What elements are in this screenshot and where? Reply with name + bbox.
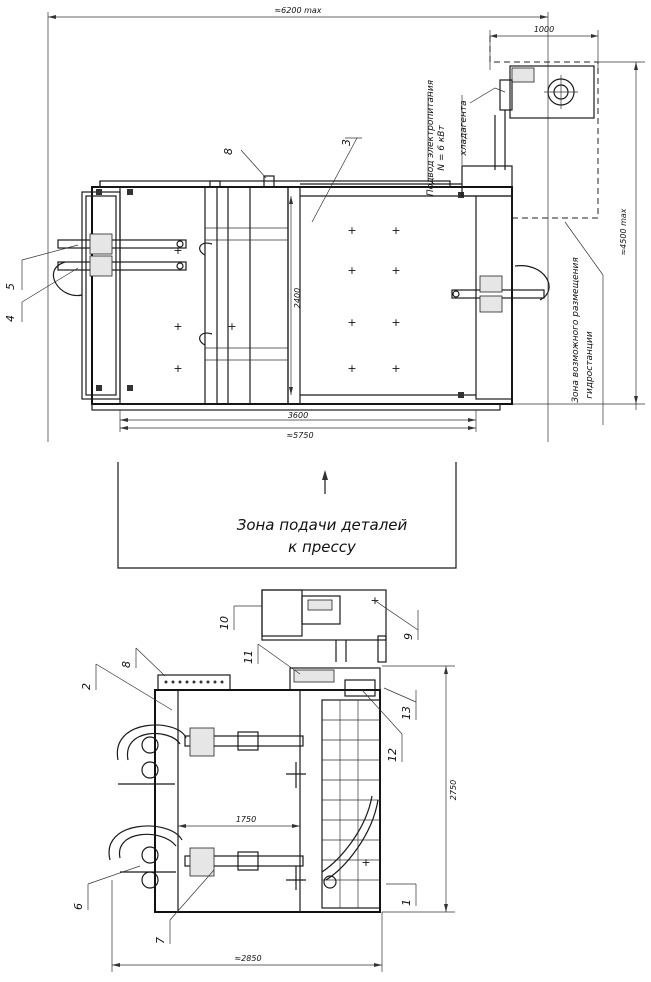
coolant-label: хладагента	[459, 100, 469, 156]
callout-8-bottom: 8	[120, 661, 133, 668]
svg-text:+: +	[173, 244, 182, 257]
callout-3: 3	[340, 139, 353, 146]
feed-zone-label-2: к прессу	[288, 538, 357, 556]
dim-2850: ≈2850	[234, 954, 261, 963]
svg-text:+: +	[347, 316, 356, 329]
callout-13: 13	[400, 706, 413, 720]
dim-overall-width: ≈6200 max	[274, 6, 321, 15]
stacked-plates	[322, 700, 380, 908]
svg-text:+: +	[173, 362, 182, 375]
callout-4: 4	[4, 315, 17, 322]
svg-text:+: +	[347, 224, 356, 237]
callout-7: 7	[154, 937, 167, 944]
hydro-zone-label-2: гидростанции	[585, 331, 595, 399]
svg-text:+: +	[361, 856, 370, 869]
terminal-dots	[164, 680, 224, 684]
svg-text:+: +	[347, 264, 356, 277]
callout-5: 5	[4, 283, 17, 290]
svg-text:+: +	[227, 320, 236, 333]
callout-6: 6	[72, 903, 85, 910]
dim-2400: 2400	[293, 288, 302, 308]
svg-text:+: +	[347, 362, 356, 375]
svg-text:+: +	[391, 316, 400, 329]
feed-zone-label-1: Зона подачи деталей	[237, 516, 408, 534]
svg-text:+: +	[391, 264, 400, 277]
power-supply-value: N = 6 кВт	[437, 125, 447, 171]
dim-1750: 1750	[236, 815, 256, 824]
feed-zone: Зона подачи деталей к прессу	[117, 462, 457, 569]
callout-2: 2	[80, 683, 93, 690]
callout-10: 10	[218, 616, 231, 630]
callout-9: 9	[402, 633, 415, 640]
table-bolt-pattern: + + + + + + + + + + + +	[173, 224, 400, 375]
side-view: +	[72, 589, 458, 972]
svg-text:+: +	[391, 362, 400, 375]
callout-11: 11	[242, 650, 255, 664]
callout-12: 12	[386, 748, 399, 762]
dim-4500: ≈4500 max	[619, 208, 628, 255]
hydro-zone-label: Зона возможного размещения	[571, 257, 581, 403]
svg-text:+: +	[391, 224, 400, 237]
dim-3600: 3600	[288, 411, 308, 420]
dim-2750: 2750	[449, 780, 458, 800]
dim-5750: ≈5750	[286, 431, 313, 440]
svg-text:+: +	[173, 320, 182, 333]
callout-1: 1	[400, 899, 413, 906]
dim-1000: 1000	[534, 25, 554, 34]
callout-8-top: 8	[222, 148, 235, 155]
power-supply-label: Подвод электропитания	[426, 79, 436, 196]
plan-view: ≈6200 max 1000 ≈4500 max Подвод электроп…	[4, 6, 645, 442]
